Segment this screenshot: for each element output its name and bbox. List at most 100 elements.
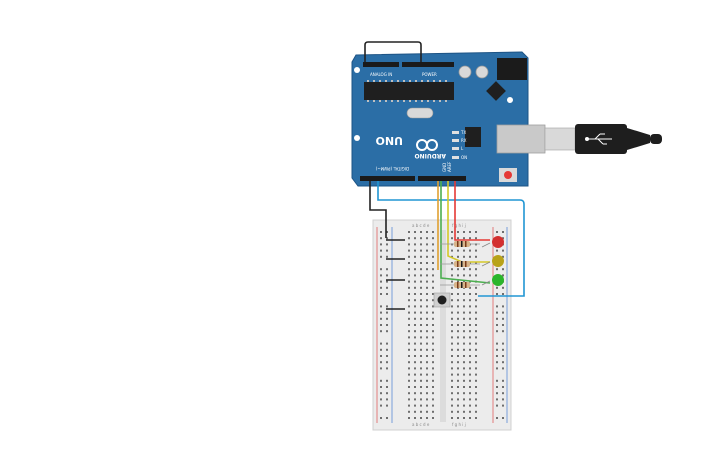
breadboard-hole[interactable] bbox=[380, 392, 382, 395]
breadboard-hole[interactable] bbox=[502, 355, 504, 357]
breadboard-hole[interactable] bbox=[475, 392, 477, 395]
breadboard-hole[interactable] bbox=[475, 293, 477, 295]
breadboard-hole[interactable] bbox=[426, 410, 428, 413]
breadboard-hole[interactable] bbox=[475, 237, 477, 240]
breadboard-hole[interactable] bbox=[426, 293, 428, 295]
breadboard-hole[interactable] bbox=[457, 379, 459, 382]
breadboard-hole[interactable] bbox=[408, 317, 410, 320]
breadboard-hole[interactable] bbox=[432, 361, 434, 364]
breadboard-hole[interactable] bbox=[469, 361, 471, 364]
breadboard-hole[interactable] bbox=[469, 404, 471, 407]
breadboard[interactable]: a b c d e f g h i j a b c d e f g h i j bbox=[372, 219, 512, 431]
breadboard-hole[interactable] bbox=[457, 305, 459, 308]
breadboard-hole[interactable] bbox=[496, 386, 498, 388]
breadboard-hole[interactable] bbox=[469, 348, 471, 351]
breadboard-hole[interactable] bbox=[408, 373, 410, 376]
breadboard-hole[interactable] bbox=[386, 367, 388, 370]
wire-black-gnd[interactable] bbox=[369, 181, 387, 238]
breadboard-hole[interactable] bbox=[426, 392, 428, 395]
breadboard-hole[interactable] bbox=[463, 330, 465, 333]
breadboard-hole[interactable] bbox=[408, 336, 410, 339]
breadboard-hole[interactable] bbox=[469, 324, 471, 326]
breadboard-hole[interactable] bbox=[408, 330, 410, 333]
breadboard-hole[interactable] bbox=[426, 286, 428, 289]
breadboard-hole[interactable] bbox=[432, 243, 434, 246]
breadboard-hole[interactable] bbox=[457, 280, 459, 283]
breadboard-hole[interactable] bbox=[408, 255, 410, 258]
arduino-board[interactable]: ANALOG IN POWER TX RX L ON ARDUINO bbox=[351, 51, 546, 187]
breadboard-hole[interactable] bbox=[469, 336, 471, 339]
breadboard-hole[interactable] bbox=[502, 367, 504, 370]
breadboard-hole[interactable] bbox=[414, 379, 416, 382]
breadboard-hole[interactable] bbox=[457, 417, 459, 419]
breadboard-hole[interactable] bbox=[414, 249, 416, 252]
breadboard-hole[interactable] bbox=[451, 410, 453, 413]
breadboard-hole[interactable] bbox=[432, 330, 434, 333]
breadboard-hole[interactable] bbox=[386, 231, 388, 233]
breadboard-hole[interactable] bbox=[451, 231, 453, 233]
breadboard-hole[interactable] bbox=[426, 417, 428, 419]
breadboard-hole[interactable] bbox=[496, 342, 498, 345]
resistor[interactable] bbox=[440, 282, 480, 288]
breadboard-hole[interactable] bbox=[457, 255, 459, 258]
breadboard-hole[interactable] bbox=[414, 404, 416, 407]
breadboard-hole[interactable] bbox=[475, 330, 477, 333]
breadboard-hole[interactable] bbox=[426, 262, 428, 264]
breadboard-hole[interactable] bbox=[432, 386, 434, 388]
breadboard-hole[interactable] bbox=[496, 361, 498, 364]
breadboard-hole[interactable] bbox=[426, 305, 428, 308]
breadboard-hole[interactable] bbox=[420, 392, 422, 395]
breadboard-hole[interactable] bbox=[451, 392, 453, 395]
breadboard-hole[interactable] bbox=[432, 305, 434, 308]
wire-yellow[interactable] bbox=[447, 181, 490, 263]
breadboard-hole[interactable] bbox=[463, 293, 465, 295]
breadboard-hole[interactable] bbox=[457, 299, 459, 302]
breadboard-hole[interactable] bbox=[457, 392, 459, 395]
breadboard-hole[interactable] bbox=[426, 243, 428, 246]
breadboard-hole[interactable] bbox=[463, 417, 465, 419]
breadboard-hole[interactable] bbox=[426, 404, 428, 407]
breadboard-hole[interactable] bbox=[475, 262, 477, 264]
breadboard-hole[interactable] bbox=[451, 268, 453, 271]
breadboard-hole[interactable] bbox=[426, 342, 428, 345]
breadboard-hole[interactable] bbox=[420, 255, 422, 258]
breadboard-hole[interactable] bbox=[432, 367, 434, 370]
breadboard-hole[interactable] bbox=[502, 305, 504, 308]
breadboard-hole[interactable] bbox=[380, 361, 382, 364]
breadboard-hole[interactable] bbox=[432, 348, 434, 351]
breadboard-hole[interactable] bbox=[420, 305, 422, 308]
breadboard-hole[interactable] bbox=[408, 237, 410, 240]
pushbutton[interactable] bbox=[433, 292, 451, 308]
breadboard-hole[interactable] bbox=[380, 379, 382, 382]
reset-button-cap[interactable] bbox=[504, 171, 512, 179]
breadboard-hole[interactable] bbox=[463, 342, 465, 345]
breadboard-hole[interactable] bbox=[469, 249, 471, 252]
usb-cable[interactable] bbox=[544, 124, 662, 154]
breadboard-hole[interactable] bbox=[502, 342, 504, 345]
breadboard-hole[interactable] bbox=[457, 361, 459, 364]
breadboard-hole[interactable] bbox=[451, 255, 453, 258]
breadboard-hole[interactable] bbox=[496, 392, 498, 395]
breadboard-hole[interactable] bbox=[469, 305, 471, 308]
breadboard-hole[interactable] bbox=[420, 404, 422, 407]
breadboard-hole[interactable] bbox=[426, 348, 428, 351]
breadboard-hole[interactable] bbox=[380, 342, 382, 345]
breadboard-hole[interactable] bbox=[408, 367, 410, 370]
breadboard-hole[interactable] bbox=[414, 243, 416, 246]
breadboard-hole[interactable] bbox=[420, 324, 422, 326]
breadboard-hole[interactable] bbox=[380, 386, 382, 388]
breadboard-hole[interactable] bbox=[380, 231, 382, 233]
breadboard-hole[interactable] bbox=[414, 305, 416, 308]
breadboard-hole[interactable] bbox=[475, 286, 477, 289]
breadboard-hole[interactable] bbox=[420, 348, 422, 351]
breadboard-hole[interactable] bbox=[463, 317, 465, 320]
breadboard-hole[interactable] bbox=[451, 336, 453, 339]
breadboard-hole[interactable] bbox=[475, 274, 477, 277]
breadboard-hole[interactable] bbox=[496, 355, 498, 357]
breadboard-hole[interactable] bbox=[414, 398, 416, 401]
breadboard-hole[interactable] bbox=[380, 355, 382, 357]
breadboard-hole[interactable] bbox=[451, 367, 453, 370]
breadboard-hole[interactable] bbox=[386, 280, 388, 283]
breadboard-hole[interactable] bbox=[426, 299, 428, 302]
breadboard-hole[interactable] bbox=[457, 324, 459, 326]
